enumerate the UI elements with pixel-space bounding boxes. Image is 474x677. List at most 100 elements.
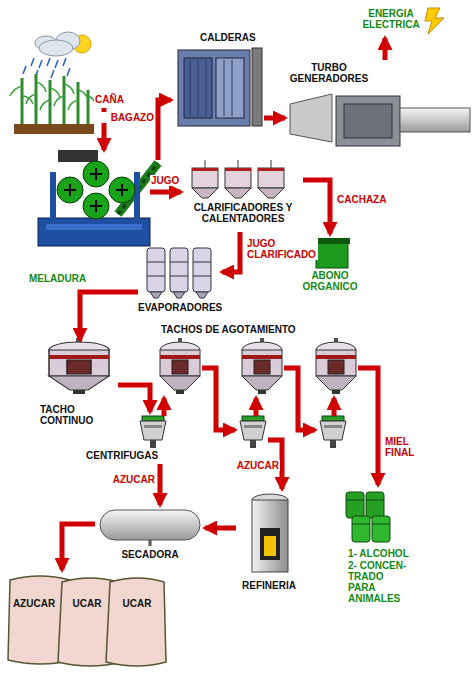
- evaporators-part: [147, 262, 165, 263]
- molasses-barrels-part: [352, 516, 370, 542]
- flow-label: CAÑA: [94, 94, 136, 105]
- node-label: CLARIFICADORES Y CALENTADORES: [183, 202, 303, 224]
- boiler-part: [184, 58, 212, 118]
- flow-arrow-part: [158, 100, 171, 160]
- boiler-part: [190, 60, 232, 116]
- turbo-generator: [290, 8, 470, 146]
- cane-field-part-part: [40, 100, 50, 110]
- centrifuge-box: CENTRIFUGAS: [86, 412, 172, 464]
- clarifier-box: CLARIFICADORES Y CALENTADORES: [183, 160, 303, 232]
- node-label: ABONO ORGANICO: [302, 270, 358, 292]
- node-label: UCAR: [112, 598, 162, 609]
- boiler-part: [216, 58, 244, 118]
- flow-arrow: [104, 100, 378, 489]
- edge-label: MELADURA: [28, 273, 90, 284]
- clarifiers-part-part: [225, 168, 251, 188]
- cane-mill-part: [64, 168, 128, 212]
- vacuum-pans-part: [316, 338, 356, 394]
- sugar-bags-box: AZUCARUCARUCAR: [5, 570, 167, 668]
- cane-mill-part: [38, 218, 150, 246]
- clarifiers-part: [192, 168, 218, 171]
- cane-mill-part: [58, 150, 98, 162]
- turbo-generator-box: TURBO GENERADORES: [285, 60, 470, 148]
- turbo-generator-part: [336, 96, 400, 146]
- evaporators: [147, 248, 211, 298]
- cane-field-part-part: [54, 96, 64, 106]
- node-label: CALDERAS: [200, 32, 262, 43]
- node-label: 2- CONCEN- TRADO PARA ANIMALES: [348, 560, 408, 604]
- flow-arrow: [222, 232, 240, 272]
- sky: [23, 32, 91, 78]
- node-label: 1- ALCOHOL: [348, 548, 428, 559]
- dryer-part: [149, 540, 152, 546]
- cane-field-part-part: [26, 94, 36, 104]
- sky-part-part: [55, 60, 58, 68]
- cane-field-part-part: [21, 78, 24, 124]
- molasses-box: 1- ALCOHOL2- CONCEN- TRADO PARA ANIMALES: [340, 488, 432, 612]
- output-label: ENERGIA ELECTRICA: [358, 6, 424, 38]
- cane-field: [10, 74, 95, 134]
- clarifiers-part-part: [205, 160, 206, 168]
- turbo-generator-part: [400, 108, 470, 132]
- node-label: TURBO GENERADORES: [289, 62, 369, 84]
- evaporators-part: [193, 248, 211, 292]
- cane-field-part-part: [87, 90, 90, 124]
- flow-arrow: [383, 38, 388, 60]
- flow-arrow-part: [162, 398, 167, 416]
- centrifuges: [140, 416, 346, 448]
- evaporators-part: [147, 248, 165, 292]
- vacuum-pans-part: [160, 338, 200, 394]
- node-label: CENTRIFUGAS: [86, 450, 166, 461]
- molasses-barrels: [346, 492, 390, 542]
- evaporators-part: [170, 248, 188, 292]
- vacuum-pans-part: [49, 338, 109, 394]
- molasses-barrels-part: [346, 500, 364, 501]
- clarifiers-part-part: [258, 188, 284, 198]
- cane-field-part: [14, 124, 94, 134]
- flow-arrow-part: [150, 190, 181, 195]
- flow-arrow: [118, 385, 150, 412]
- node-label: AZUCAR: [6, 598, 62, 609]
- sky-part-part: [67, 68, 70, 76]
- refinery-box: REFINERIA: [236, 492, 302, 598]
- clarifiers-part-part: [258, 168, 284, 188]
- boiler-part: [252, 48, 262, 126]
- turbo-generator-part: [290, 94, 332, 142]
- cane-field-part-part: [49, 80, 52, 124]
- cane-mill-part: [134, 172, 140, 220]
- sky-part-part: [47, 58, 50, 66]
- cane-field-part-part: [78, 90, 88, 100]
- clarifiers: [192, 160, 284, 198]
- sky-part: [39, 40, 73, 56]
- node-label: UCAR: [64, 598, 110, 609]
- cane-field-part-part: [68, 100, 78, 110]
- clarifiers-part-part: [225, 188, 251, 198]
- centrifuges-part: [240, 416, 266, 448]
- cane-field-part-part: [10, 86, 22, 96]
- flow-arrow-part: [284, 368, 315, 430]
- sky-part-part: [63, 58, 66, 66]
- cane-mill-part: [83, 193, 109, 219]
- dryer: [100, 510, 200, 546]
- sky-part-part: [51, 70, 54, 78]
- molasses-barrels-part: [366, 500, 384, 501]
- sky-part-part: [23, 66, 26, 74]
- cane-field-part-part: [50, 88, 60, 98]
- boiler: [178, 48, 262, 126]
- cane-field-part-part: [64, 84, 74, 94]
- flow-label: JUGO: [150, 175, 186, 186]
- clarifiers-part-part: [271, 160, 272, 168]
- flow-arrow: [80, 292, 138, 340]
- clarifiers-part-part: [192, 168, 218, 188]
- centrifuges-part: [320, 416, 346, 448]
- cane-mill: [38, 150, 158, 246]
- boiler-box: CALDERAS: [172, 30, 264, 126]
- cane-field-part: [10, 82, 95, 110]
- refinery-part: [264, 536, 276, 556]
- cane-field-part: [22, 74, 88, 124]
- clarifiers-part: [225, 168, 251, 171]
- cane-field-part-part: [63, 76, 66, 124]
- flow-arrow: [62, 524, 95, 570]
- node-label: REFINERIA: [236, 580, 302, 591]
